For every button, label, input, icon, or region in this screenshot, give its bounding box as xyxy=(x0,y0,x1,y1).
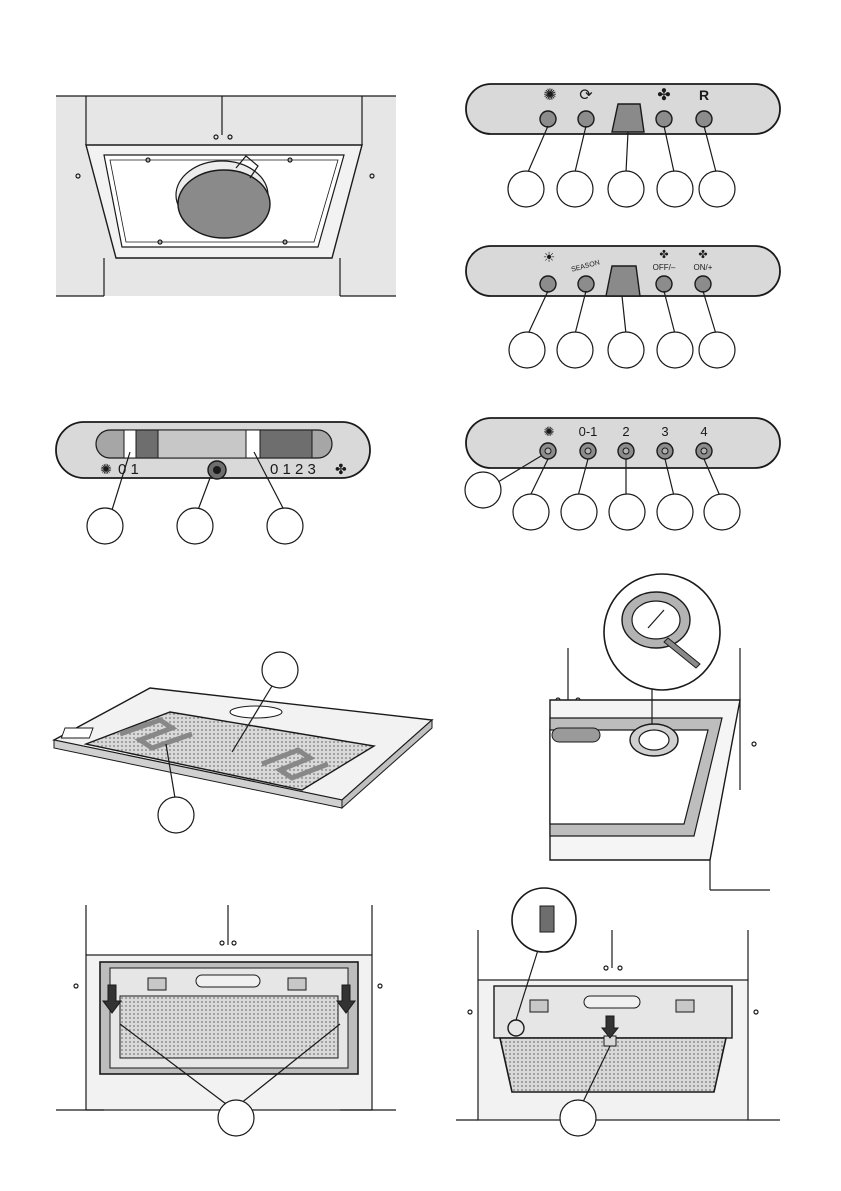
hood-filter-open-figure xyxy=(456,888,780,1136)
timer-icon: ⟳ xyxy=(579,87,593,104)
light-scale: 0 1 xyxy=(118,461,139,478)
fan-icon: ✤ xyxy=(335,461,347,477)
fan-icon: ✤ xyxy=(657,87,670,104)
fan-icon: ✤ xyxy=(698,249,707,261)
speed-label: 0-1 xyxy=(579,424,598,439)
lamp-icon: ☀ xyxy=(543,249,556,265)
fan-scale: 0 1 2 3 xyxy=(270,461,316,478)
light-icon: ✺ xyxy=(100,461,112,477)
speed-label: 4 xyxy=(700,424,707,439)
light-icon: ✺ xyxy=(543,87,556,104)
on-label: ON/+ xyxy=(694,263,713,272)
fan-icon: ✤ xyxy=(659,249,668,261)
speed-label: 2 xyxy=(622,424,629,439)
control-panel-a: ✺ ⟳ ✤ R xyxy=(466,84,780,207)
hood-motor-figure xyxy=(56,96,396,296)
zoom-detail-figure xyxy=(550,574,770,890)
control-panel-c: ✺ 0-1 2 3 4 xyxy=(465,418,780,530)
slider-panel: ✺ 0 1 0 1 2 3 ✤ xyxy=(56,422,370,544)
hood-filter-installed-figure xyxy=(56,905,396,1136)
control-panel-b: ☀ SEASON ✤ OFF/– ✤ ON/+ xyxy=(466,246,780,368)
off-label: OFF/– xyxy=(653,263,676,272)
speed-label: 3 xyxy=(661,424,668,439)
reset-label: R xyxy=(699,87,709,103)
light-icon: ✺ xyxy=(544,424,555,439)
filter-panel-figure xyxy=(0,652,432,833)
